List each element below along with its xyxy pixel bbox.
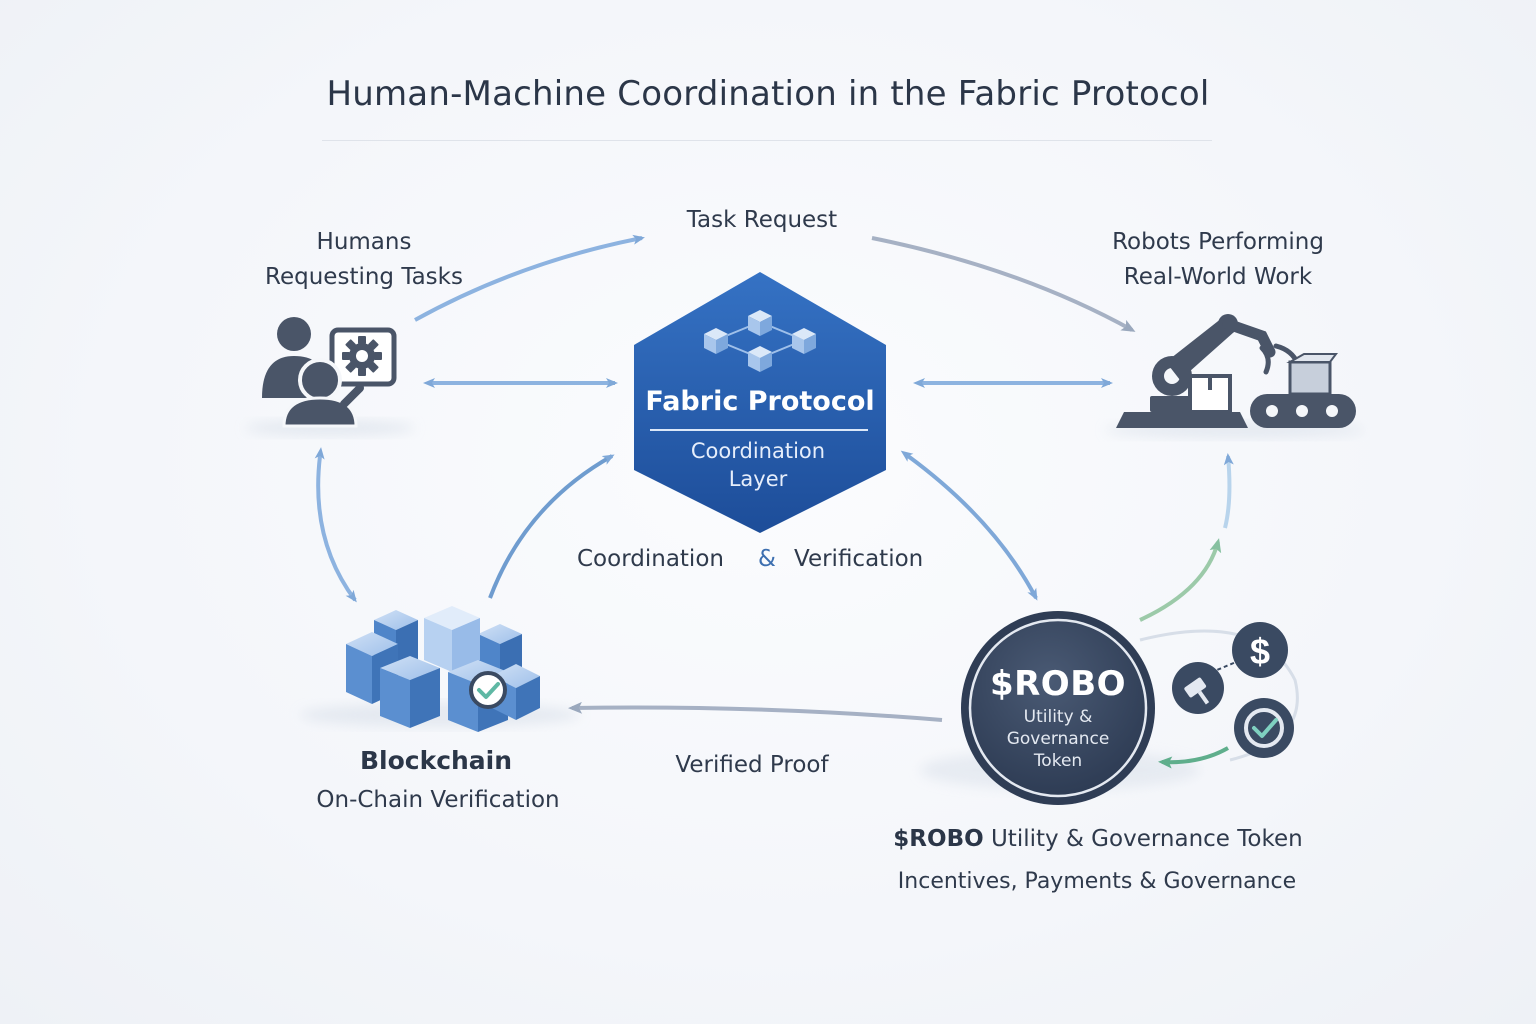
svg-text:$: $ bbox=[1250, 631, 1270, 672]
arrow-to-robots-upper bbox=[1223, 453, 1234, 529]
robots-label-line1: Robots Performing bbox=[1112, 229, 1324, 255]
fabric-sub-line1: Coordination bbox=[690, 439, 826, 463]
token-caption-bold: $ROBO bbox=[893, 826, 984, 852]
arrow-humans-blockchain bbox=[314, 447, 357, 603]
task-request-label: Task Request bbox=[686, 207, 838, 233]
token-badge-text: Utility & Governance Token bbox=[1007, 706, 1110, 772]
arrow-task-to-robots bbox=[871, 236, 1136, 332]
fabric-subtitle: Coordination Layer bbox=[691, 437, 825, 493]
check-badge-icon bbox=[469, 671, 507, 709]
title-divider bbox=[322, 140, 1212, 141]
cube-cluster-check-icon bbox=[346, 606, 540, 732]
humans-label-line1: Humans bbox=[316, 229, 412, 255]
fabric-hexagon bbox=[634, 272, 886, 533]
token-badge-line3: Token bbox=[1033, 751, 1083, 771]
blockchain-subtitle: On-Chain Verification bbox=[316, 787, 560, 813]
token-badge-line2: Governance bbox=[1006, 729, 1110, 749]
verified-proof-label: Verified Proof bbox=[675, 752, 829, 778]
token-caption-rest: Utility & Governance Token bbox=[983, 826, 1303, 852]
arrow-fabric-token bbox=[900, 450, 1038, 601]
robots-label: Robots Performing Real-World Work bbox=[1112, 225, 1324, 295]
arrow-token-return bbox=[1158, 746, 1229, 769]
network-cubes-icon bbox=[704, 310, 816, 372]
gavel-icon bbox=[1172, 662, 1224, 714]
arrow-token-to-blockchain bbox=[568, 701, 943, 722]
page-title: Human-Machine Coordination in the Fabric… bbox=[326, 74, 1210, 114]
arrow-humans-to-task bbox=[414, 234, 645, 322]
fabric-sub-line2: Layer bbox=[728, 467, 788, 491]
humans-label: Humans Requesting Tasks bbox=[265, 225, 463, 295]
token-caption-sub: Incentives, Payments & Governance bbox=[897, 869, 1297, 894]
token-side-icons: $ bbox=[1172, 622, 1294, 758]
token-badge-title: $ROBO bbox=[989, 664, 1127, 704]
humans-label-line2: Requesting Tasks bbox=[265, 264, 463, 290]
coordination-label: Coordination bbox=[577, 546, 724, 572]
users-gear-icon bbox=[262, 317, 397, 428]
arrow-token-to-robots bbox=[1139, 538, 1222, 622]
robot-arm-conveyor-icon bbox=[1116, 314, 1356, 428]
token-badge-line1: Utility & bbox=[1023, 707, 1093, 727]
robots-label-line2: Real-World Work bbox=[1123, 264, 1313, 290]
amp-label: & bbox=[758, 546, 776, 572]
verification-label: Verification bbox=[794, 546, 924, 572]
fabric-title: Fabric Protocol bbox=[645, 386, 875, 417]
robo-token-badge bbox=[961, 611, 1155, 805]
check-circle-icon bbox=[1234, 698, 1294, 758]
blockchain-title: Blockchain bbox=[359, 746, 513, 775]
token-caption: $ROBO Utility & Governance Token bbox=[893, 822, 1302, 857]
arrow-blockchain-fabric bbox=[488, 454, 615, 599]
dollar-icon: $ bbox=[1232, 622, 1288, 678]
